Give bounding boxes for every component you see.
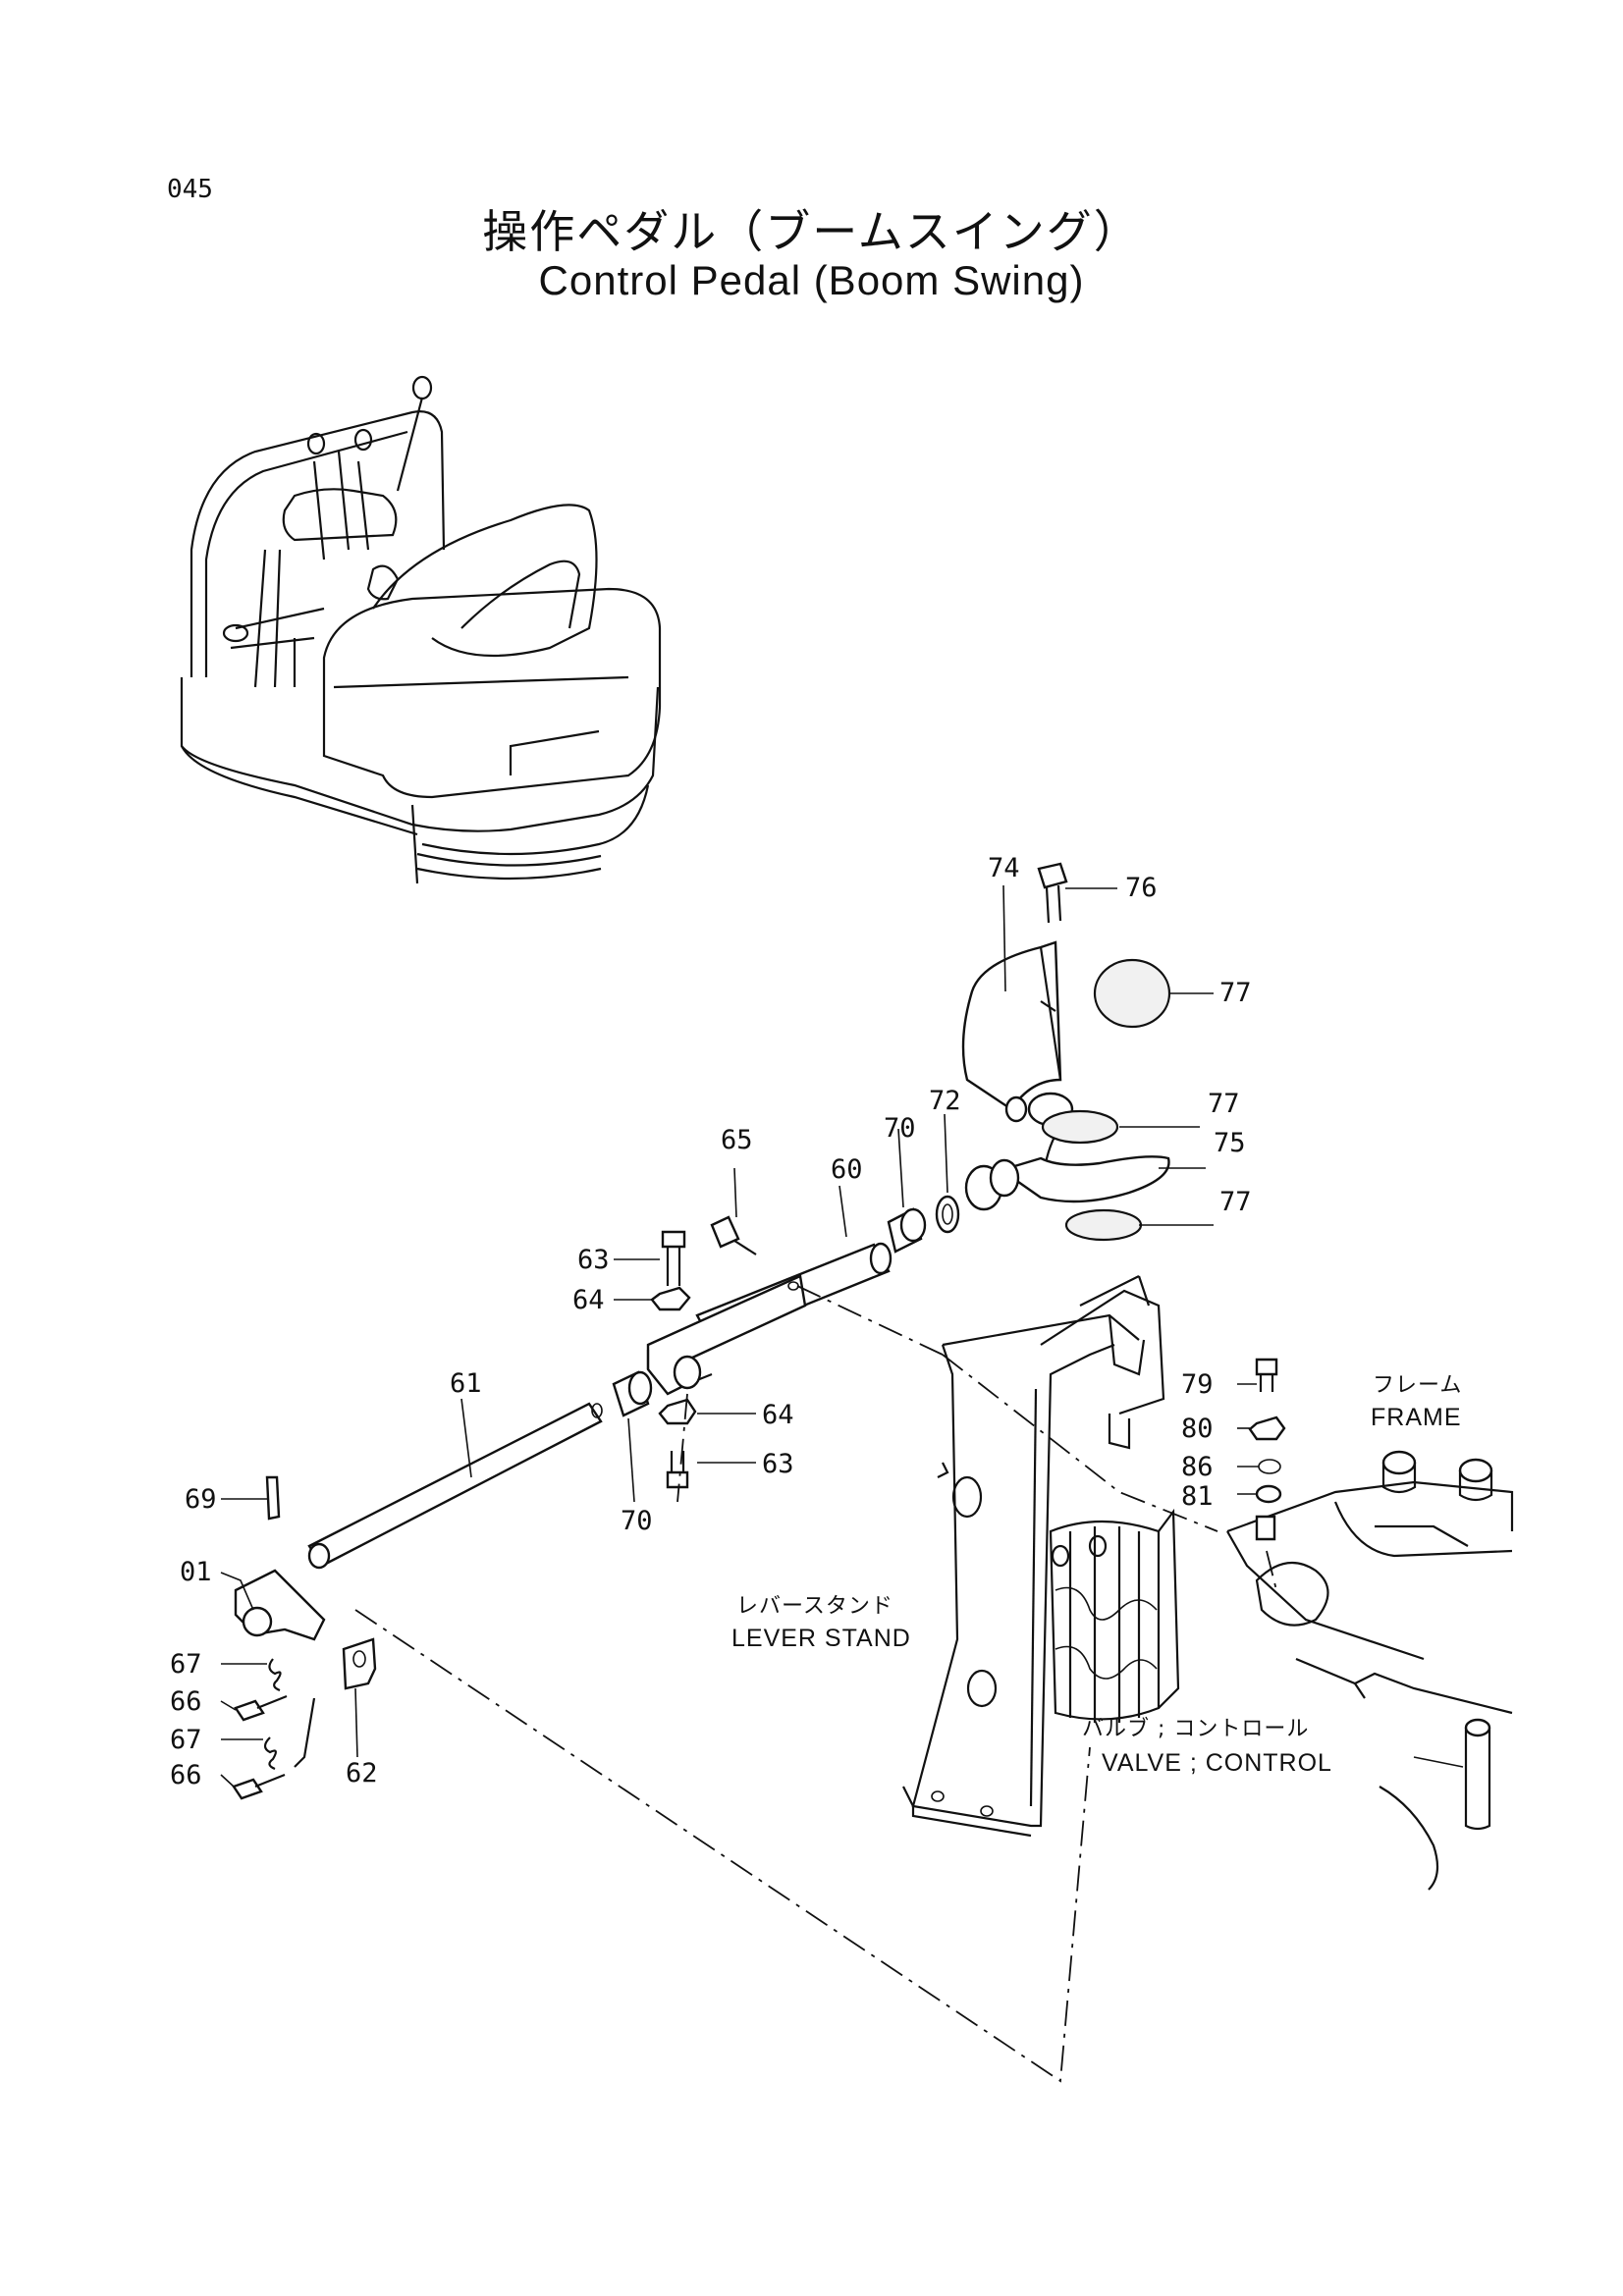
leader-lines bbox=[220, 884, 1259, 1788]
callout-64: 64 bbox=[572, 1285, 605, 1315]
callout-67: 67 bbox=[170, 1725, 202, 1755]
callout-77: 77 bbox=[1219, 1187, 1252, 1217]
callout-64: 64 bbox=[762, 1400, 794, 1430]
callout-61: 61 bbox=[450, 1368, 482, 1399]
page-number: 045 bbox=[167, 175, 213, 204]
pedal-assembly bbox=[232, 862, 1286, 1800]
callout-65: 65 bbox=[721, 1125, 753, 1155]
assembly-guide-lines bbox=[354, 1285, 1277, 2083]
frame-structure bbox=[1226, 1450, 1514, 1891]
callout-70: 70 bbox=[621, 1506, 653, 1536]
callout-66: 66 bbox=[170, 1760, 202, 1790]
component-labels: フレーム FRAME レバースタンド LEVER STAND バルブ ; コント… bbox=[731, 1373, 1462, 1777]
frame-label-en: FRAME bbox=[1371, 1404, 1462, 1431]
callout-76: 76 bbox=[1125, 873, 1158, 903]
callout-62: 62 bbox=[346, 1758, 378, 1789]
callout-63: 63 bbox=[577, 1245, 610, 1275]
frame-label-jp: フレーム bbox=[1373, 1373, 1462, 1398]
callout-70: 70 bbox=[884, 1113, 916, 1144]
callout-74: 74 bbox=[988, 853, 1020, 883]
callout-numbers: 74 76 77 72 77 75 77 65 70 60 63 64 61 6… bbox=[170, 853, 1252, 1790]
lever-stand-label-en: LEVER STAND bbox=[731, 1625, 911, 1652]
callout-80: 80 bbox=[1181, 1414, 1214, 1444]
page-title-english: Control Pedal (Boom Swing) bbox=[538, 257, 1085, 303]
callout-67: 67 bbox=[170, 1649, 202, 1680]
valve-label-en: VALVE ; CONTROL bbox=[1102, 1749, 1332, 1777]
lever-stand bbox=[902, 1275, 1165, 1838]
callout-81: 81 bbox=[1181, 1481, 1214, 1512]
callout-60: 60 bbox=[831, 1154, 863, 1185]
overview-machine-sketch bbox=[180, 375, 662, 884]
callout-77: 77 bbox=[1208, 1089, 1240, 1119]
callout-77: 77 bbox=[1219, 978, 1252, 1008]
callout-72: 72 bbox=[929, 1086, 961, 1116]
callout-86: 86 bbox=[1181, 1452, 1214, 1482]
callout-63: 63 bbox=[762, 1449, 794, 1479]
page-title-japanese: 操作ペダル（ブームスイング） bbox=[482, 205, 1141, 258]
callout-69: 69 bbox=[185, 1484, 217, 1515]
callout-79: 79 bbox=[1181, 1369, 1214, 1400]
callout-75: 75 bbox=[1214, 1128, 1246, 1158]
control-valve bbox=[1049, 1508, 1180, 1723]
lever-stand-label-jp: レバースタンド bbox=[736, 1594, 893, 1619]
valve-label-jp: バルブ ; コントロール bbox=[1082, 1717, 1309, 1741]
callout-01: 01 bbox=[180, 1557, 212, 1587]
callout-66: 66 bbox=[170, 1686, 202, 1717]
